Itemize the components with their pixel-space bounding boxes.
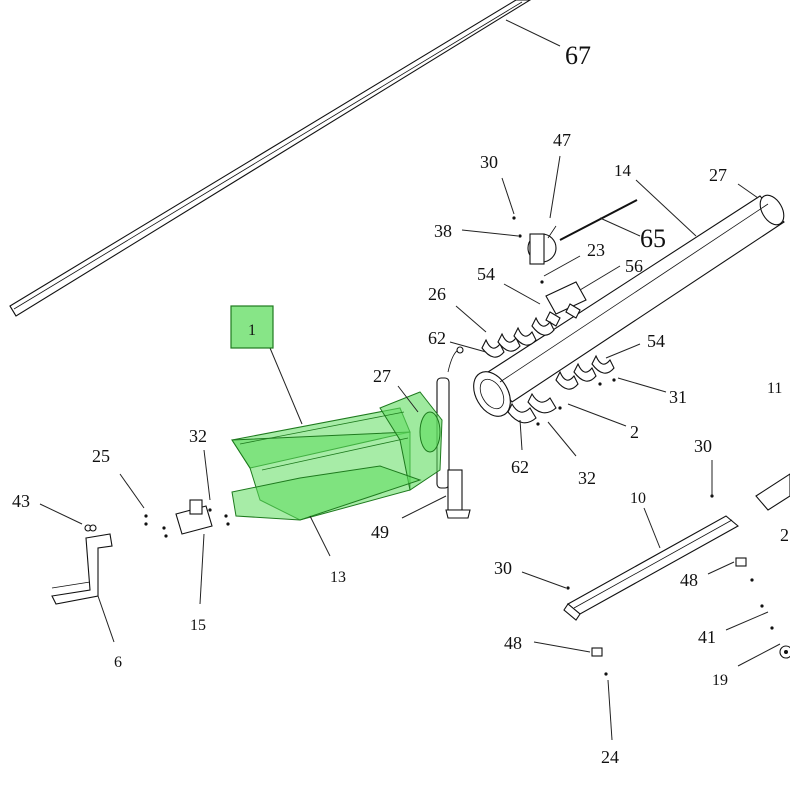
callout-32: 32 xyxy=(189,426,207,446)
part-54-clamps-upper xyxy=(481,316,555,358)
part-48-plate-a xyxy=(735,557,747,567)
part-65-rod xyxy=(559,199,638,241)
callout-15: 15 xyxy=(190,617,206,634)
part-2-saddle xyxy=(507,392,557,424)
callout-13: 13 xyxy=(330,569,346,586)
callout-27: 27 xyxy=(373,366,391,386)
callout-43: 43 xyxy=(12,491,30,511)
hardware-dots xyxy=(144,216,774,676)
callout-62: 62 xyxy=(428,328,446,348)
callout-48: 48 xyxy=(680,570,698,590)
callout-6: 6 xyxy=(114,654,122,671)
leader-lines xyxy=(39,19,781,741)
part-right-channel xyxy=(755,473,790,511)
callout-2: 2 xyxy=(630,422,639,442)
callout-38: 38 xyxy=(434,221,452,241)
callout-26: 26 xyxy=(428,284,446,304)
part-15-hitch xyxy=(175,499,213,535)
callout-25: 25 xyxy=(92,446,110,466)
callout-65: 65 xyxy=(640,224,666,253)
callout-30: 30 xyxy=(480,152,498,172)
part-1-hopper-highlighted xyxy=(231,391,443,521)
callout-30: 30 xyxy=(694,436,712,456)
callout-31: 31 xyxy=(669,387,687,407)
part-67-rail xyxy=(9,0,532,317)
callout-11: 11 xyxy=(767,380,782,397)
part-56-bracket xyxy=(545,281,587,327)
callout-14: 14 xyxy=(614,161,632,180)
part-54-clamps-lower xyxy=(555,354,615,390)
callout-box-1 xyxy=(230,305,274,349)
callout-30: 30 xyxy=(494,558,512,578)
part-10-channel xyxy=(563,515,739,621)
part-6-frame xyxy=(51,533,113,605)
part-14-tube xyxy=(473,194,785,417)
callout-48: 48 xyxy=(504,633,522,653)
callout-32: 32 xyxy=(578,468,596,488)
part-43-pin xyxy=(84,524,97,532)
callout-24: 24 xyxy=(601,747,619,767)
callout-56: 56 xyxy=(625,256,643,276)
part-19-bearing xyxy=(779,645,790,659)
callout-47: 47 xyxy=(553,130,571,150)
callout-2-partial: 2 xyxy=(780,525,789,545)
callout-19: 19 xyxy=(712,672,728,689)
callout-62: 62 xyxy=(511,457,529,477)
callout-27: 27 xyxy=(709,165,727,185)
part-48-plate-b xyxy=(591,647,603,657)
part-49-jack xyxy=(436,377,471,519)
callout-41: 41 xyxy=(698,627,716,647)
part-62-sensor xyxy=(447,346,464,373)
callout-67: 67 xyxy=(565,41,591,70)
callout-23: 23 xyxy=(587,240,605,260)
callout-54: 54 xyxy=(477,264,495,284)
callout-49: 49 xyxy=(371,522,389,542)
part-47-winch xyxy=(527,225,557,265)
callout-1: 1 xyxy=(248,322,256,339)
callout-54: 54 xyxy=(647,331,665,351)
callout-10: 10 xyxy=(630,490,646,507)
